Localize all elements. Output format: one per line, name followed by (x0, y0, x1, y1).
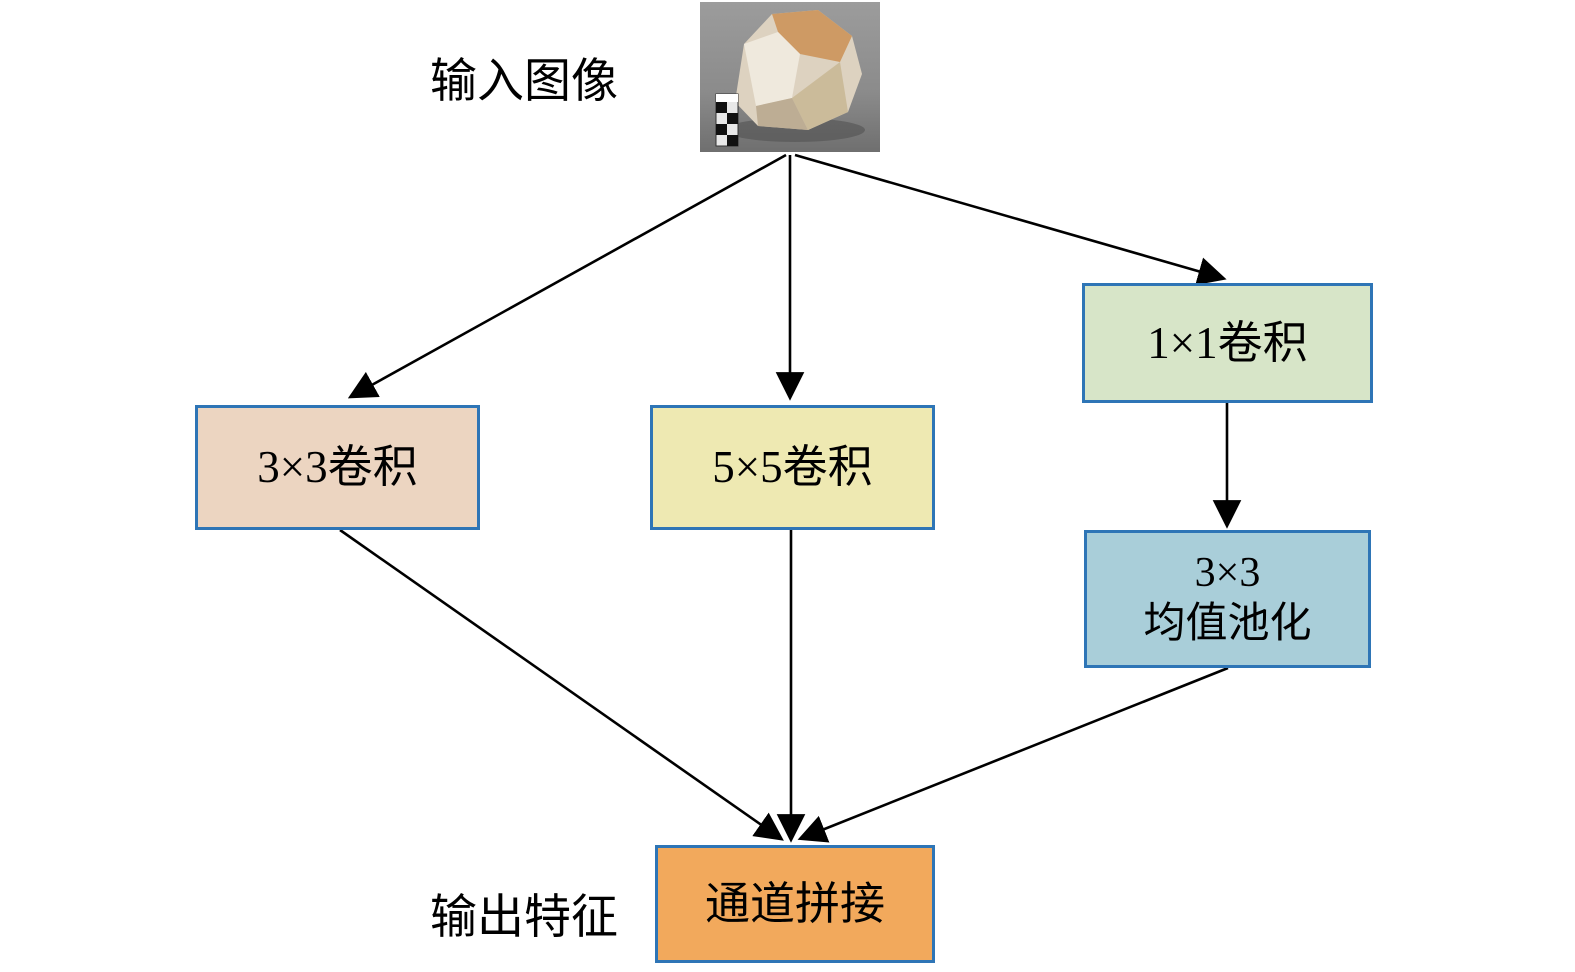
node-conv3x3: 3×3卷积 (195, 405, 480, 530)
scale-ruler (715, 93, 739, 147)
node-avg-pool-label-line2: 均值池化 (1143, 601, 1312, 647)
input-image (700, 2, 880, 152)
node-channel-concat-label: 通道拼接 (704, 878, 885, 929)
arrow-conv3x3-to-concat (339, 528, 784, 841)
node-avg-pool: 3×3 均值池化 (1084, 530, 1371, 668)
arrow-input-to-conv3x3 (347, 153, 787, 399)
output-label: 输出特征 (430, 892, 618, 944)
node-conv5x5-label: 5×5卷积 (712, 442, 873, 493)
node-avg-pool-label-line1: 3×3 (1194, 549, 1261, 596)
node-conv1x1-label: 1×1卷积 (1147, 317, 1308, 368)
arrow-pool-to-concat (797, 666, 1229, 843)
arrow-input-to-conv1x1 (794, 153, 1227, 286)
node-conv5x5: 5×5卷积 (650, 405, 935, 530)
input-label: 输入图像 (430, 56, 618, 108)
node-conv1x1: 1×1卷积 (1082, 283, 1373, 403)
node-conv3x3-label: 3×3卷积 (257, 442, 418, 493)
node-channel-concat: 通道拼接 (655, 845, 935, 963)
